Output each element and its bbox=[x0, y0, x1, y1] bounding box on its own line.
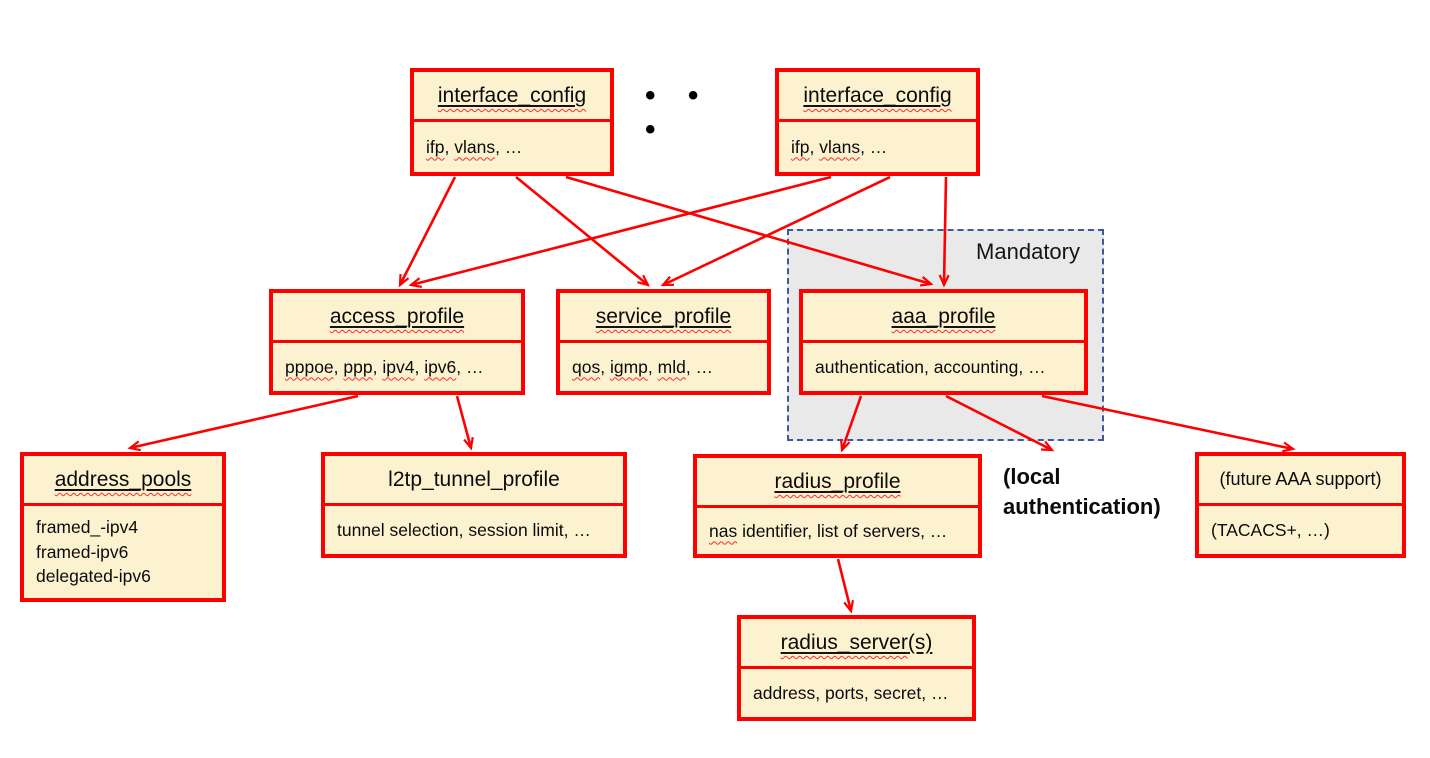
node-radius-profile: radius_profile nas identifier, list of s… bbox=[693, 454, 982, 558]
radius-profile-body: nas identifier, list of servers, … bbox=[709, 520, 948, 541]
future-aaa-support-title: (future AAA support) bbox=[1219, 468, 1382, 489]
radius-servers-header: radius_server(s) bbox=[741, 619, 972, 669]
l2tp-tunnel-profile-title: l2tp_tunnel_profile bbox=[388, 467, 560, 491]
connector-interface-left-to-access bbox=[398, 176, 457, 288]
local-authentication-note: (local authentication) bbox=[1003, 462, 1218, 523]
service-profile-body: qos, igmp, mld, … bbox=[572, 356, 714, 377]
connector-interface-left-to-service bbox=[515, 175, 651, 287]
address-pools-line-1: framed_-ipv4 bbox=[36, 516, 139, 537]
address-pools-line-3: delegated-ipv6 bbox=[36, 566, 151, 587]
connector-radius-profile-to-radius-server bbox=[836, 558, 855, 614]
address-pools-header: address_pools bbox=[24, 456, 222, 506]
access-profile-body: pppoe, ppp, ipv4, ipv6, … bbox=[285, 356, 484, 377]
connector-access-to-l2tp bbox=[455, 395, 474, 451]
connector-interface-right-to-access bbox=[408, 175, 832, 288]
interface-config-right-title: interface_config bbox=[803, 83, 952, 107]
radius-profile-header: radius_profile bbox=[697, 458, 978, 508]
interface-config-left-header: interface_config bbox=[414, 72, 610, 122]
node-interface-config-right: interface_config ifp, vlans, … bbox=[775, 68, 980, 176]
node-radius-servers: radius_server(s) address, ports, secret,… bbox=[737, 615, 976, 721]
mandatory-label: Mandatory bbox=[976, 239, 1080, 264]
radius-servers-body: address, ports, secret, … bbox=[753, 682, 949, 703]
future-aaa-support-body: (TACACS+, …) bbox=[1211, 519, 1330, 540]
interface-config-left-body: ifp, vlans, … bbox=[426, 136, 523, 157]
radius-profile-title: radius_profile bbox=[774, 469, 901, 493]
access-profile-header: access_profile bbox=[273, 293, 521, 343]
radius-servers-title: radius_server(s) bbox=[780, 630, 933, 654]
interface-config-left-title: interface_config bbox=[437, 83, 587, 107]
interface-config-right-body: ifp, vlans, … bbox=[791, 136, 888, 157]
service-profile-title: service_profile bbox=[595, 304, 732, 328]
access-profile-title: access_profile bbox=[329, 304, 465, 328]
aaa-profile-header: aaa_profile bbox=[803, 293, 1084, 343]
node-aaa-profile: aaa_profile authentication, accounting, … bbox=[799, 289, 1088, 395]
node-service-profile: service_profile qos, igmp, mld, … bbox=[556, 289, 771, 395]
interface-config-right-header: interface_config bbox=[779, 72, 976, 122]
l2tp-tunnel-profile-header: l2tp_tunnel_profile bbox=[325, 456, 623, 506]
node-interface-config-left: interface_config ifp, vlans, … bbox=[410, 68, 614, 176]
l2tp-tunnel-profile-body: tunnel selection, session limit, … bbox=[337, 519, 591, 540]
address-pools-line-2: framed-ipv6 bbox=[36, 541, 129, 562]
node-address-pools: address_pools framed_-ipv4 framed-ipv6 d… bbox=[20, 452, 226, 602]
node-future-aaa-support: (future AAA support) (TACACS+, …) bbox=[1195, 452, 1406, 558]
connector-access-to-address-pools bbox=[127, 394, 359, 452]
node-l2tp-tunnel-profile: l2tp_tunnel_profile tunnel selection, se… bbox=[321, 452, 627, 558]
address-pools-title: address_pools bbox=[54, 467, 192, 491]
aaa-profile-title: aaa_profile bbox=[891, 304, 996, 328]
aaa-profile-body: authentication, accounting, … bbox=[815, 356, 1046, 377]
local-authentication-line-2: authentication) bbox=[1003, 494, 1161, 520]
service-profile-header: service_profile bbox=[560, 293, 767, 343]
local-authentication-line-1: (local bbox=[1003, 464, 1061, 489]
node-access-profile: access_profile pppoe, ppp, ipv4, ipv6, … bbox=[269, 289, 525, 395]
ellipsis-dots: • • • bbox=[645, 79, 711, 146]
future-aaa-support-header: (future AAA support) bbox=[1199, 456, 1402, 506]
address-pools-body: framed_-ipv4 framed-ipv6 delegated-ipv6 bbox=[24, 506, 222, 598]
